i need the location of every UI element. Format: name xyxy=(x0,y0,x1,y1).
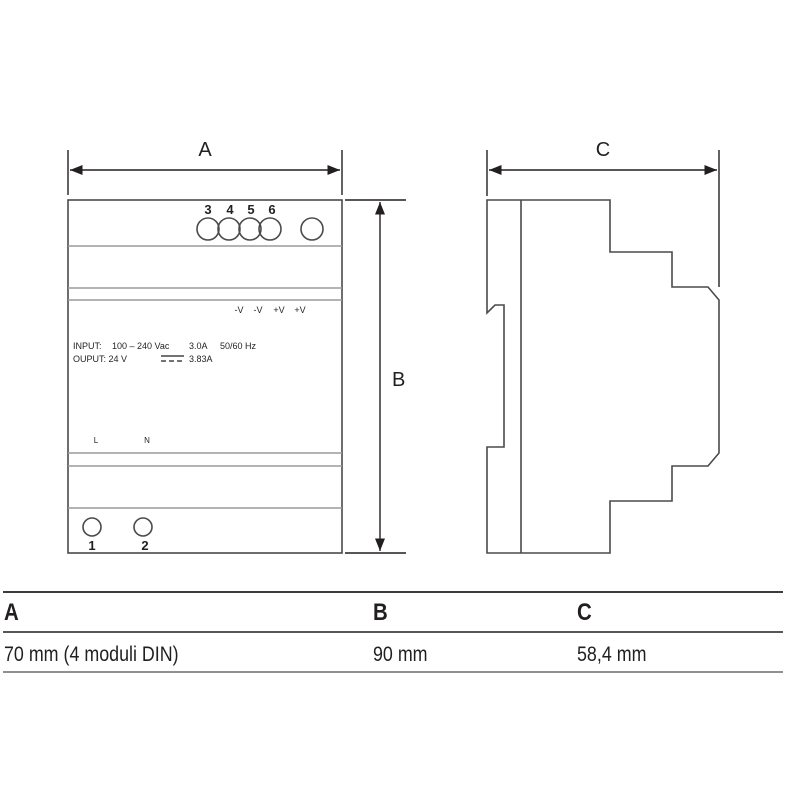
output-label: +V xyxy=(294,305,305,315)
output-label: +V xyxy=(273,305,284,315)
input-current: 3.0A xyxy=(189,341,208,351)
dimension-c: C xyxy=(486,139,720,287)
dimension-a-label: A xyxy=(198,139,212,161)
top-terminal-screws xyxy=(196,217,324,241)
input-terminal-screw xyxy=(133,517,153,537)
input-label: INPUT: xyxy=(73,341,102,351)
terminal-label: 2 xyxy=(141,538,148,553)
output-voltage: OUPUT: 24 V xyxy=(73,354,127,364)
terminal-label: 3 xyxy=(204,202,211,217)
table-value-a: 70 mm (4 moduli DIN) xyxy=(4,643,179,666)
table-header-b: B xyxy=(373,599,388,626)
input-terminal-screw xyxy=(82,517,102,537)
input-voltage: 100 – 240 Vac xyxy=(112,341,170,351)
front-view: 3 4 5 6 -V -V +V +V INPUT: 100 – 240 Vac… xyxy=(67,199,343,554)
terminal-label: 4 xyxy=(226,202,234,217)
input-frequency: 50/60 Hz xyxy=(220,341,257,351)
dimension-c-label: C xyxy=(596,139,610,161)
table-value-b: 90 mm xyxy=(373,643,428,666)
dimension-table-rules xyxy=(3,591,783,673)
dimension-b: B xyxy=(345,199,406,554)
side-view xyxy=(486,199,720,554)
dc-symbol-icon xyxy=(161,355,184,362)
terminal-label: 5 xyxy=(247,202,254,217)
output-current: 3.83A xyxy=(189,354,213,364)
table-value-c: 58,4 mm xyxy=(577,643,647,666)
neutral-label: N xyxy=(144,436,150,445)
table-header-a: A xyxy=(4,599,19,626)
line-label: L xyxy=(94,436,99,445)
output-label: -V xyxy=(254,305,263,315)
adjust-potentiometer xyxy=(300,217,324,241)
dimension-a: A xyxy=(67,139,343,195)
terminal-label: 6 xyxy=(268,202,275,217)
dimension-b-label: B xyxy=(392,369,405,391)
table-header-c: C xyxy=(577,599,592,626)
output-label: -V xyxy=(235,305,244,315)
terminal-label: 1 xyxy=(88,538,95,553)
